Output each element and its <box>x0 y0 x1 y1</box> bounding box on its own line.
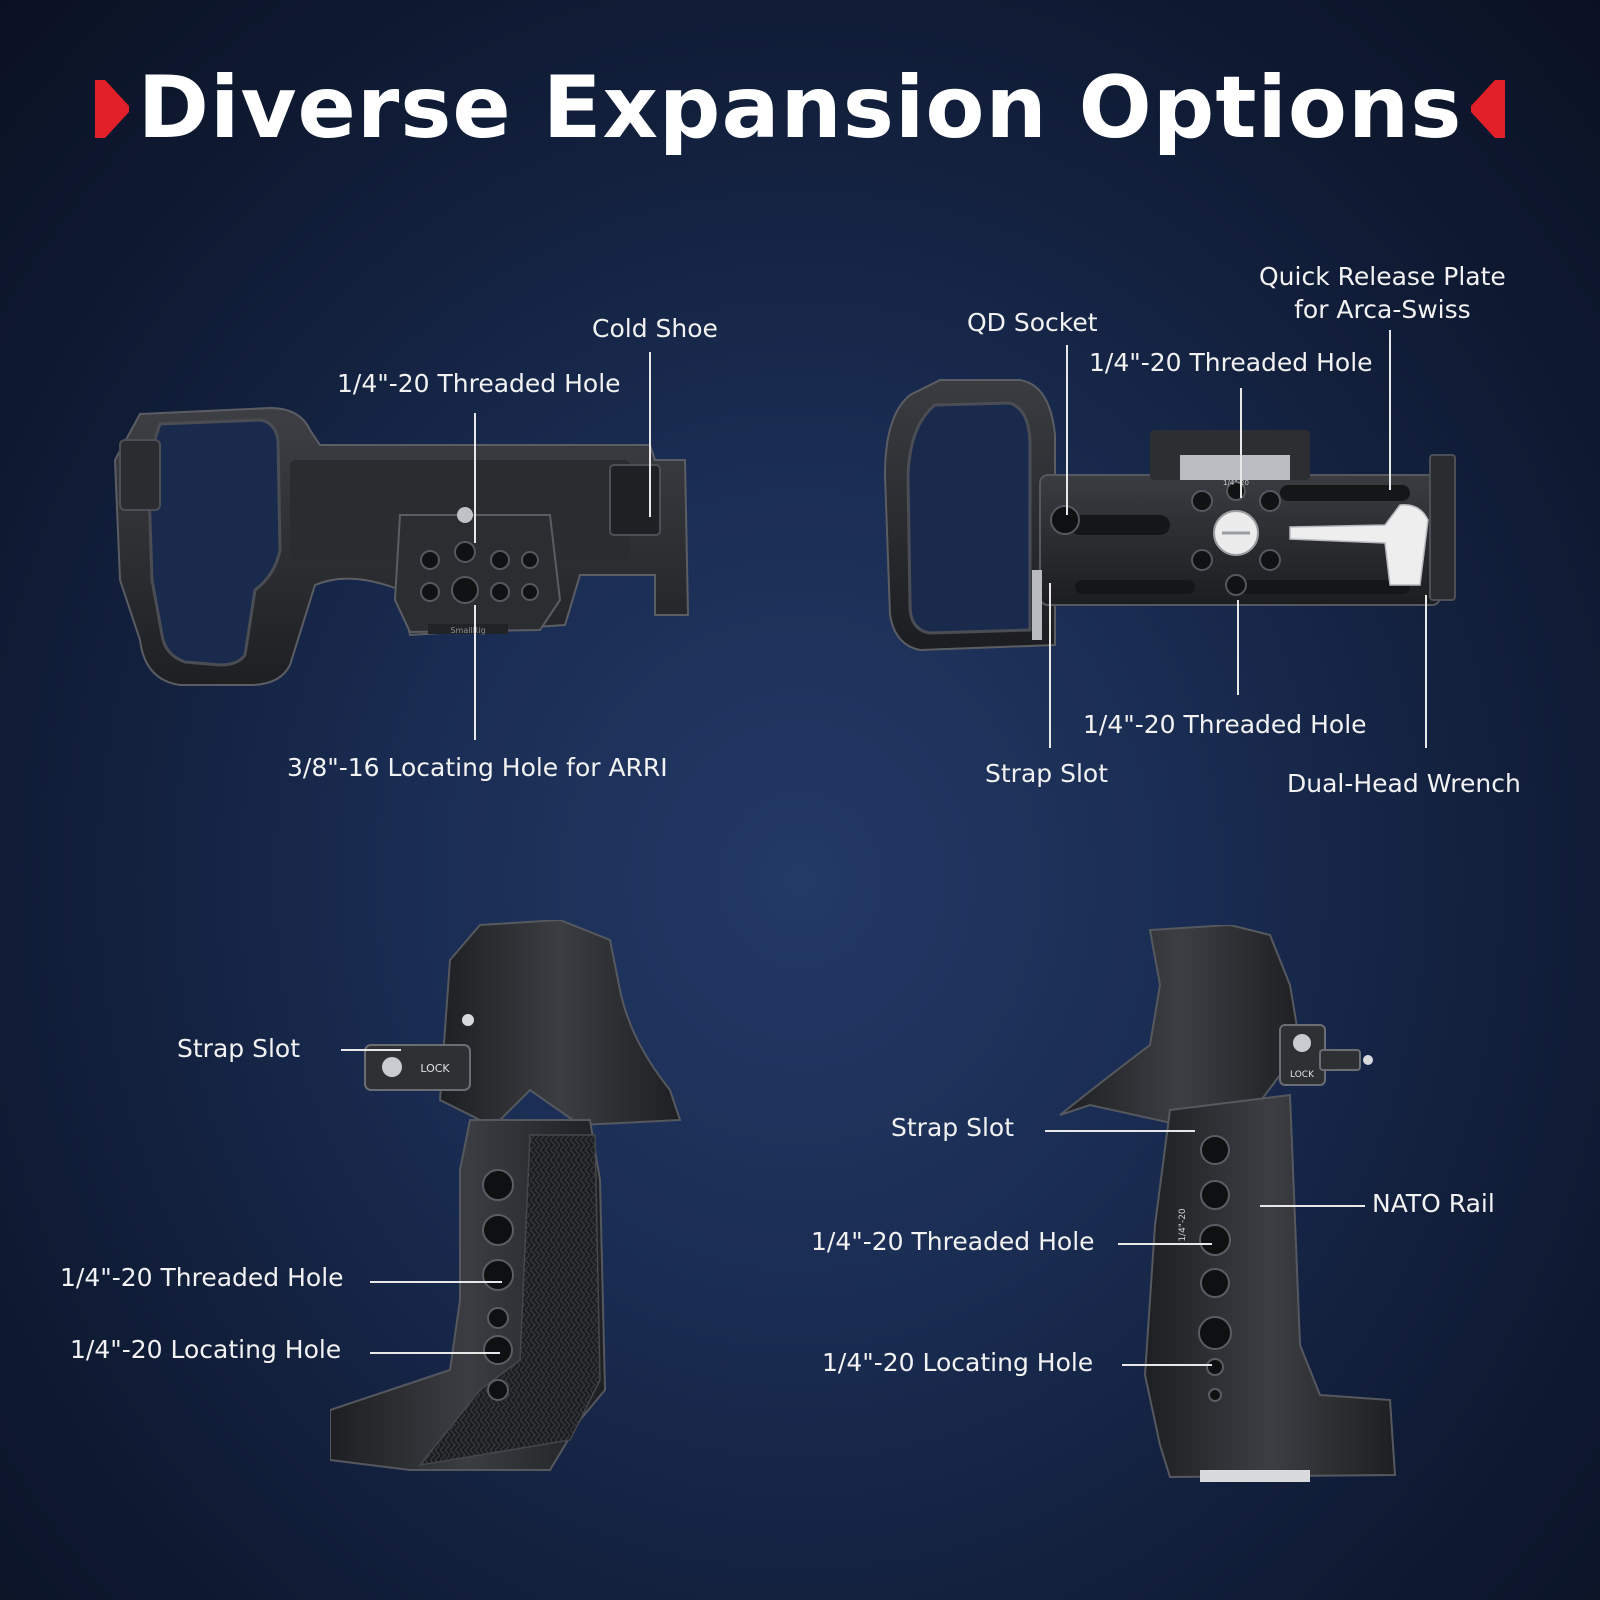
leader-line <box>1389 330 1391 490</box>
label-nato-rail: NATO Rail <box>1372 1189 1495 1218</box>
leader-line <box>474 605 476 740</box>
cage-top-view-product: 1/4"-20 <box>880 375 1460 675</box>
label-locating-hole: 1/4"-20 Locating Hole <box>822 1348 1094 1377</box>
leader-line <box>1066 345 1068 515</box>
title-right-marker-icon <box>1471 80 1505 138</box>
leader-line <box>341 1049 401 1051</box>
label-qd-socket: QD Socket <box>967 308 1098 337</box>
leader-line <box>1045 1130 1195 1132</box>
cage-right-side-product: LOCK 1/4"-20 <box>1050 925 1430 1505</box>
leader-line <box>1122 1364 1212 1366</box>
leader-line <box>1240 388 1242 498</box>
hole-marking: 1/4"-20 <box>1223 479 1249 487</box>
hole-marking: 1/4"-20 <box>1178 1208 1188 1242</box>
label-strap-slot: Strap Slot <box>177 1034 300 1063</box>
label-threaded-hole: 1/4"-20 Threaded Hole <box>337 369 621 398</box>
leader-line <box>474 413 476 543</box>
leader-line <box>1237 600 1239 695</box>
label-cold-shoe: Cold Shoe <box>592 314 718 343</box>
label-strap-slot: Strap Slot <box>891 1113 1014 1142</box>
cage-left-side-product: LOCK <box>330 920 700 1500</box>
leader-line <box>370 1281 502 1283</box>
label-strap-slot: Strap Slot <box>985 759 1108 788</box>
lock-marking: LOCK <box>1290 1070 1315 1080</box>
leader-line <box>1118 1243 1212 1245</box>
label-threaded-hole-top: 1/4"-20 Threaded Hole <box>1089 348 1373 377</box>
leader-line <box>1425 595 1427 748</box>
lock-marking: LOCK <box>420 1062 450 1075</box>
label-threaded-hole: 1/4"-20 Threaded Hole <box>60 1263 344 1292</box>
label-quick-release-plate: Quick Release Plate for Arca-Swiss <box>1259 262 1506 324</box>
smallrig-marking: SmallRig <box>450 626 485 635</box>
leader-line <box>370 1352 500 1354</box>
leader-line <box>1049 583 1051 748</box>
label-threaded-hole: 1/4"-20 Threaded Hole <box>811 1227 1095 1256</box>
label-dual-head-wrench: Dual-Head Wrench <box>1287 769 1521 798</box>
leader-line <box>649 352 651 517</box>
leader-line <box>1260 1205 1365 1207</box>
page-title: Diverse Expansion Options <box>137 58 1463 158</box>
cage-bottom-view-product: SmallRig <box>110 400 700 710</box>
label-locating-hole: 1/4"-20 Locating Hole <box>70 1335 342 1364</box>
label-locating-hole-arri: 3/8"-16 Locating Hole for ARRI <box>287 753 668 782</box>
title-left-marker-icon <box>95 80 129 138</box>
label-threaded-hole-bottom: 1/4"-20 Threaded Hole <box>1083 710 1367 739</box>
